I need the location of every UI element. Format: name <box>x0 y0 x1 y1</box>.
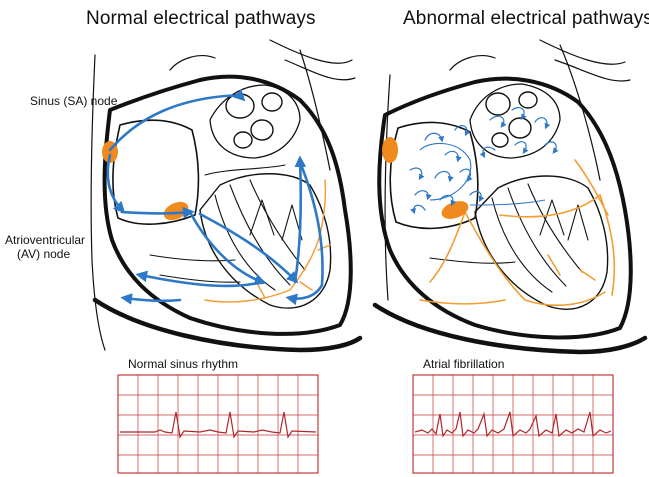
sa-node-abnormal <box>382 137 398 163</box>
av-node-abnormal <box>439 198 471 223</box>
av-node-label-line2: (AV) node <box>17 247 70 261</box>
ecg-afib-title: Atrial fibrillation <box>423 357 504 371</box>
av-node-label-line1: Atrioventricular <box>5 233 85 247</box>
normal-heart <box>91 40 360 350</box>
abnormal-purkinje-fibers <box>420 160 614 305</box>
ecg-normal-strip <box>118 375 318 473</box>
abnormal-heart <box>375 40 645 352</box>
ecg-afib-strip <box>413 375 613 473</box>
sa-node-label: Sinus (SA) node <box>30 94 117 108</box>
av-node-normal <box>161 198 191 223</box>
normal-conduction-arrows <box>108 96 323 301</box>
fibrillation-arrows <box>410 108 556 212</box>
ecg-normal-title: Normal sinus rhythm <box>128 357 238 371</box>
